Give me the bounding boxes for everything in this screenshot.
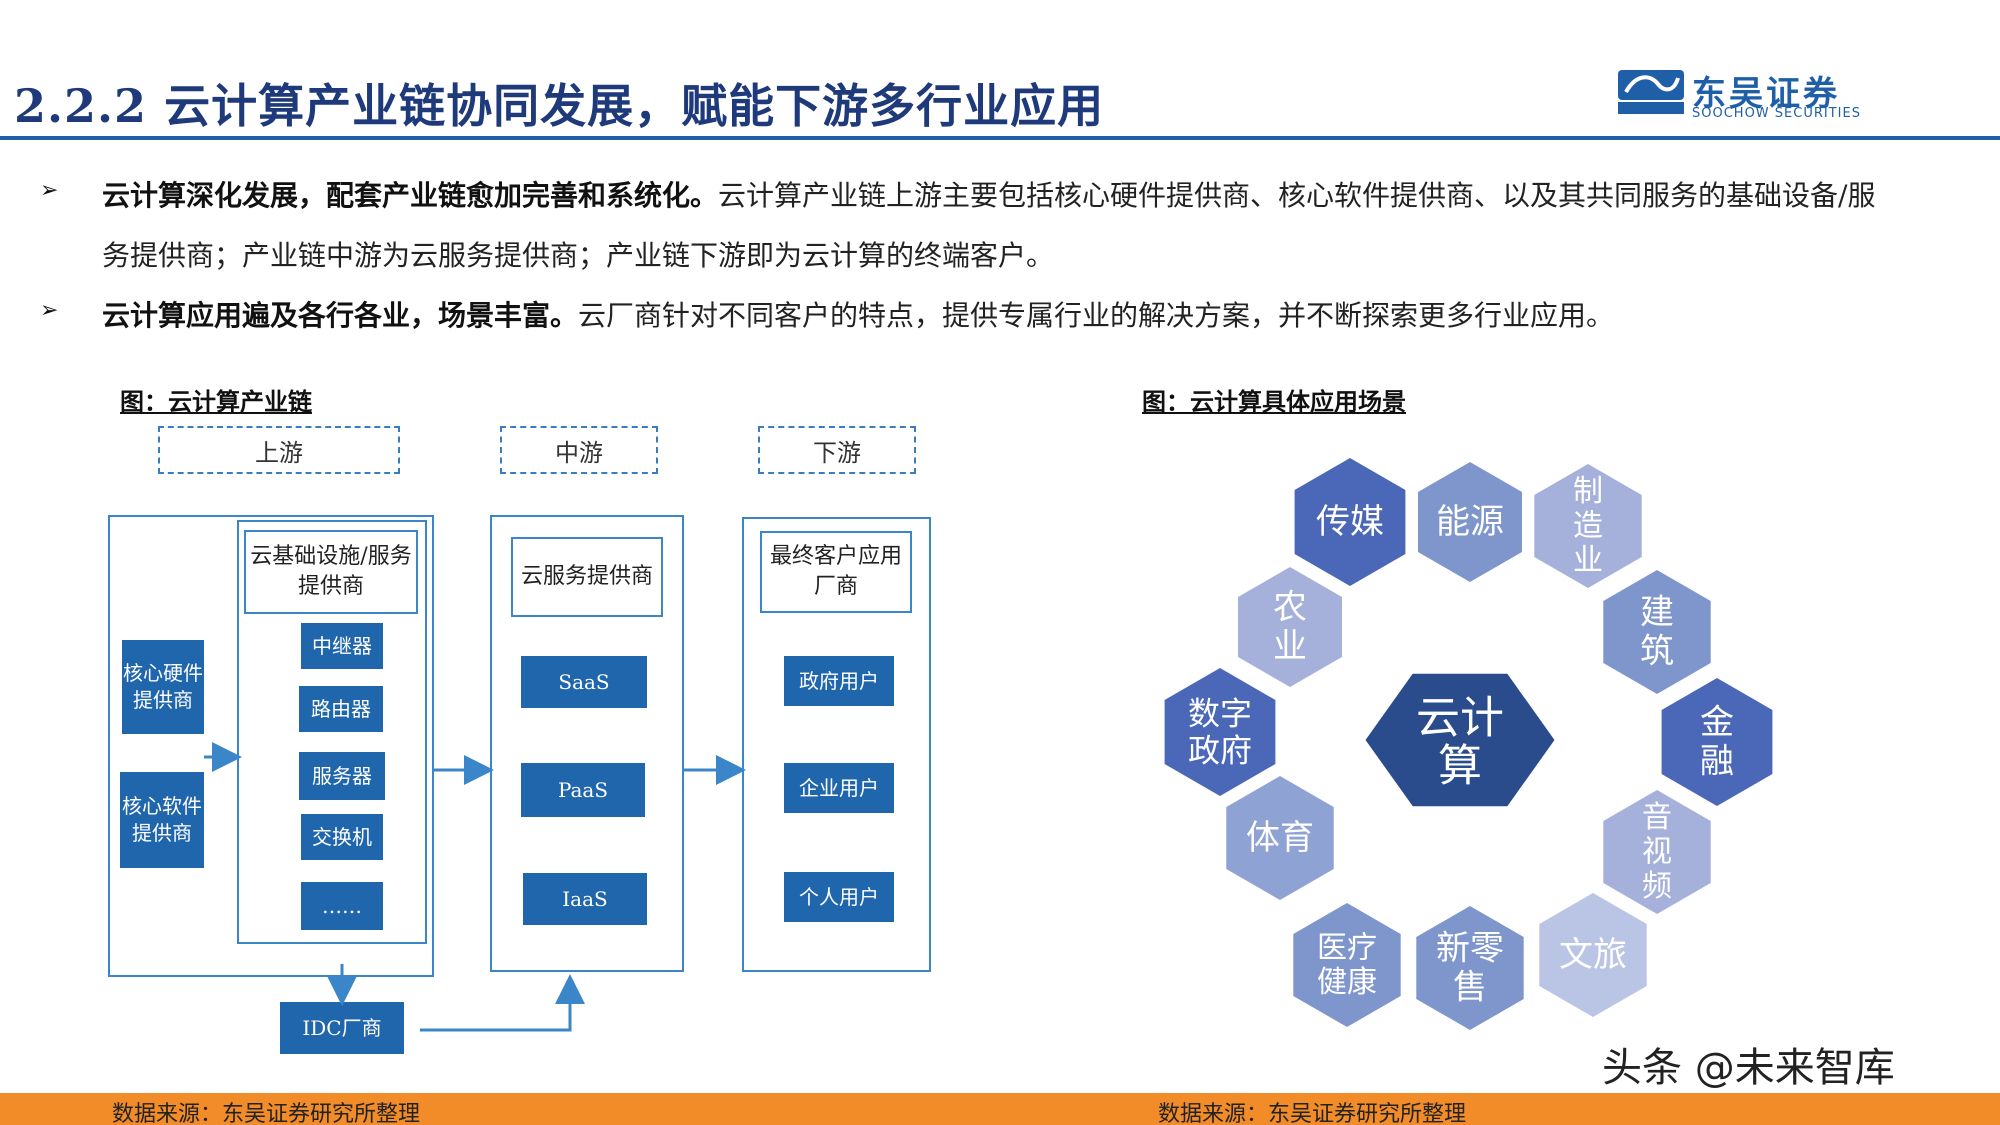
- hex-label: 体育: [1246, 818, 1314, 858]
- hex-shape: [1534, 464, 1642, 588]
- hex-shape: [1539, 893, 1647, 1017]
- logo-name-en: SOOCHOW SECURITIES: [1692, 106, 1861, 121]
- hex-center-cloud: 云计算: [1365, 673, 1555, 807]
- stage-upstream: 上游: [158, 426, 400, 474]
- bullet-marker: ➢: [40, 298, 59, 323]
- bullet-paragraph-2: 云计算应用遍及各行各业，场景丰富。云厂商针对不同客户的特点，提供专属行业的解决方…: [102, 286, 1902, 346]
- hex-shape: [1416, 906, 1524, 1030]
- downstream-frame: [742, 517, 931, 972]
- hex-label: 业: [1273, 627, 1307, 667]
- hex-label: 文旅: [1559, 935, 1627, 975]
- hex-scenario-1: 能源: [1418, 462, 1522, 582]
- infra-frame: [237, 520, 427, 944]
- hex-shape: [1603, 570, 1711, 694]
- page-title: 2.2.2 云计算产业链协同发展，赋能下游多行业应用: [14, 79, 1105, 133]
- hex-shape: [1603, 790, 1711, 914]
- cloud-service-provider-title: 云服务提供商: [511, 537, 663, 617]
- customer-enterprise: 企业用户: [784, 763, 894, 813]
- hex-label: 视: [1642, 835, 1672, 870]
- hex-label: 业: [1573, 543, 1603, 578]
- customer-individual: 个人用户: [784, 872, 894, 922]
- arrow-idc-to-midstream: [420, 974, 585, 1032]
- hex-scenario-11: 农业: [1238, 567, 1342, 687]
- hex-scenario-2: 制造业: [1534, 464, 1642, 588]
- service-saas: SaaS: [521, 656, 647, 708]
- hex-label: 传媒: [1316, 502, 1384, 542]
- figure-left-caption: 图：云计算产业链: [120, 387, 312, 416]
- hex-center-label: 算: [1438, 741, 1482, 792]
- hex-shape: [1661, 678, 1773, 806]
- footer-source-right: 数据来源：东吴证券研究所整理: [1158, 1102, 1467, 1125]
- hex-scenario-9: 体育: [1226, 776, 1334, 900]
- bullet-paragraph-1: 云计算深化发展，配套产业链愈加完善和系统化。云计算产业链上游主要包括核心硬件提供…: [102, 166, 1902, 286]
- stage-downstream: 下游: [758, 426, 916, 474]
- hex-label: 制: [1573, 474, 1603, 509]
- hex-center-label: 云计: [1416, 693, 1504, 744]
- hex-label: 健康: [1317, 965, 1377, 1000]
- hex-label: 音: [1642, 800, 1672, 835]
- infra-provider-title: 云基础设施/服务提供商: [244, 530, 418, 614]
- infra-item-server: 服务器: [299, 752, 385, 800]
- company-logo: 东吴证券 SOOCHOW SECURITIES: [1618, 66, 1898, 122]
- hex-shape: [1293, 903, 1401, 1027]
- hex-label: 造: [1573, 509, 1603, 544]
- core-hardware-provider: 核心硬件提供商: [122, 640, 204, 734]
- hex-label: 融: [1700, 742, 1734, 782]
- stage-midstream: 中游: [500, 426, 658, 474]
- application-hex-diagram: 传媒能源制造业建筑金融音视频文旅新零售医疗健康体育数字政府农业云计算: [1164, 458, 1773, 1030]
- end-customer-title: 最终客户应用厂商: [760, 531, 912, 613]
- service-iaas: IaaS: [523, 873, 647, 925]
- hex-scenario-6: 文旅: [1539, 893, 1647, 1017]
- hex-label: 农: [1273, 587, 1307, 627]
- infra-item-router: 路由器: [299, 686, 383, 732]
- midstream-frame: [490, 515, 684, 972]
- service-paas: PaaS: [521, 763, 645, 817]
- hex-label: 建: [1640, 592, 1674, 632]
- hex-label: 政府: [1188, 731, 1252, 769]
- hex-center-shape: [1365, 673, 1555, 807]
- infra-item-switch: 交换机: [301, 814, 383, 860]
- hex-scenario-3: 建筑: [1603, 570, 1711, 694]
- hex-shape: [1418, 462, 1522, 582]
- figure-right-caption: 图：云计算具体应用场景: [1142, 387, 1406, 416]
- hex-scenario-7: 新零售: [1416, 906, 1524, 1030]
- watermark: 头条 @未来智库: [1602, 1045, 1895, 1091]
- chain-arrows: [204, 742, 746, 1032]
- logo-mark-icon: [1618, 70, 1684, 114]
- hex-shape: [1226, 776, 1334, 900]
- hex-scenario-0: 传媒: [1294, 458, 1406, 586]
- upstream-frame: [108, 515, 434, 977]
- hex-label: 筑: [1640, 632, 1674, 672]
- hex-scenario-5: 音视频: [1603, 790, 1711, 914]
- hex-shape: [1164, 668, 1276, 796]
- hex-shape: [1294, 458, 1406, 586]
- hex-shape: [1238, 567, 1342, 687]
- footer-bar: [0, 1093, 2000, 1125]
- bullet-2-bold: 云计算应用遍及各行各业，场景丰富。: [102, 299, 579, 332]
- hex-label: 数字: [1188, 695, 1252, 733]
- footer-source-left: 数据来源：东吴证券研究所整理: [112, 1102, 421, 1125]
- hex-label: 售: [1453, 968, 1487, 1008]
- bullet-marker: ➢: [40, 178, 59, 203]
- hex-label: 能源: [1436, 502, 1504, 542]
- hex-label: 金: [1700, 702, 1734, 742]
- hex-label: 新零: [1436, 928, 1504, 968]
- hex-scenario-4: 金融: [1661, 678, 1773, 806]
- customer-government: 政府用户: [784, 656, 894, 706]
- bullet-1-text: 云计算产业链上游主要包括核心硬件提供商、核心软件提供商、以及其共同服务的基础设备…: [102, 179, 1876, 272]
- bullet-2-text: 云厂商针对不同客户的特点，提供专属行业的解决方案，并不断探索更多行业应用。: [578, 299, 1615, 332]
- core-software-provider: 核心软件提供商: [120, 772, 204, 868]
- infra-item-more: ……: [301, 882, 383, 930]
- logo-name-cn: 东吴证券: [1692, 74, 1840, 114]
- idc-vendor: IDC厂商: [280, 1002, 404, 1054]
- hex-label: 医疗: [1317, 930, 1377, 965]
- bullet-1-bold: 云计算深化发展，配套产业链愈加完善和系统化。: [102, 179, 719, 212]
- infra-item-repeater: 中继器: [301, 623, 383, 669]
- title-divider: [0, 136, 2000, 140]
- hex-label: 频: [1642, 869, 1672, 904]
